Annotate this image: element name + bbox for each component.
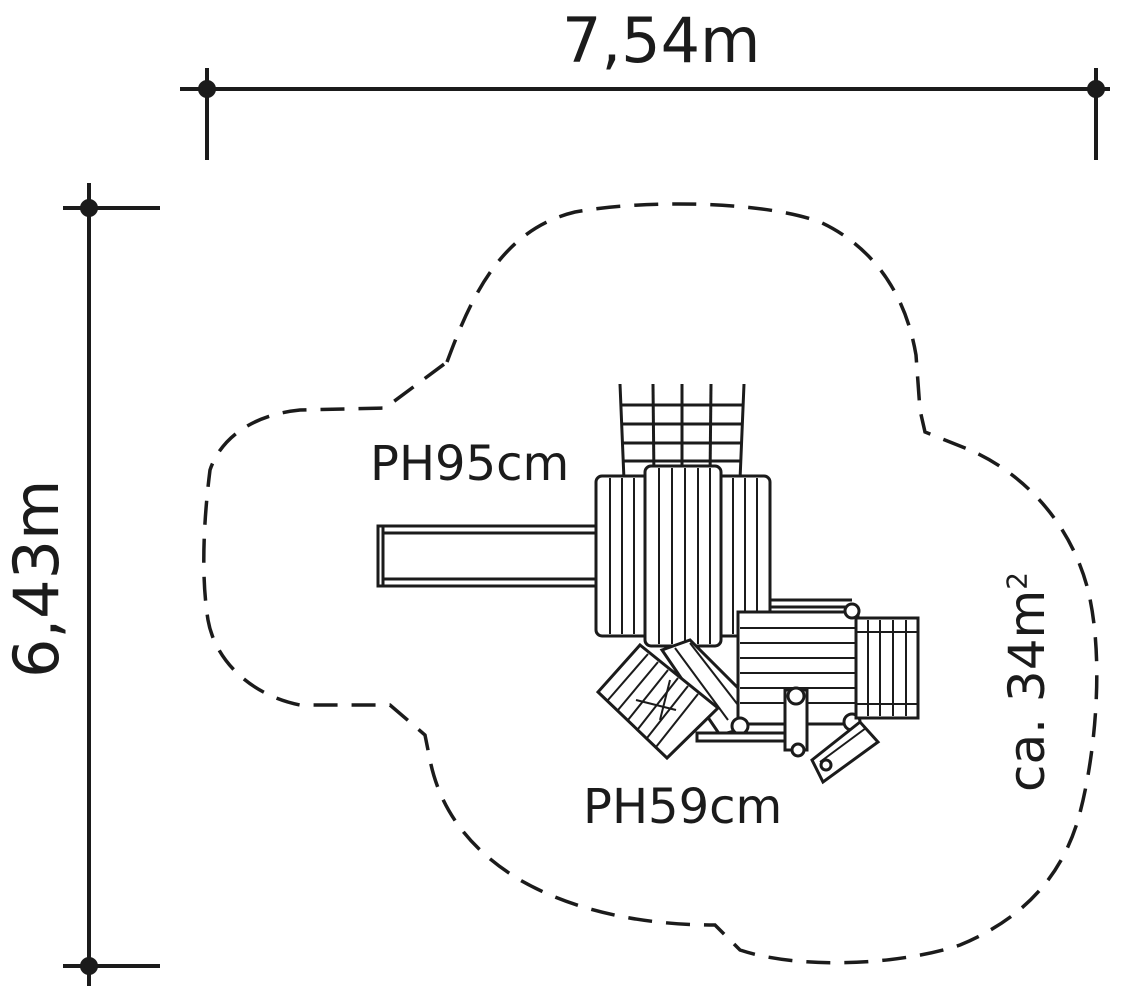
area-label-value: ca. 34m [998,589,1056,792]
slide [376,524,602,588]
access-ramp [595,642,721,761]
climbing-net [618,383,746,481]
area-label: ca. 34m2 [998,571,1056,792]
width-dimension-line [180,68,1110,160]
sand-crane-rail [695,686,881,785]
lower-platform-height-label: PH59cm [583,779,783,835]
entry-steps [854,616,920,720]
upper-platform-height-label: PH95cm [370,436,570,492]
height-dimension-label: 6,43m [0,479,73,678]
width-dimension-label: 7,54m [562,4,761,77]
area-label-superscript: 2 [1000,571,1034,590]
upper-platform [594,464,772,648]
height-dimension-line [63,183,160,986]
